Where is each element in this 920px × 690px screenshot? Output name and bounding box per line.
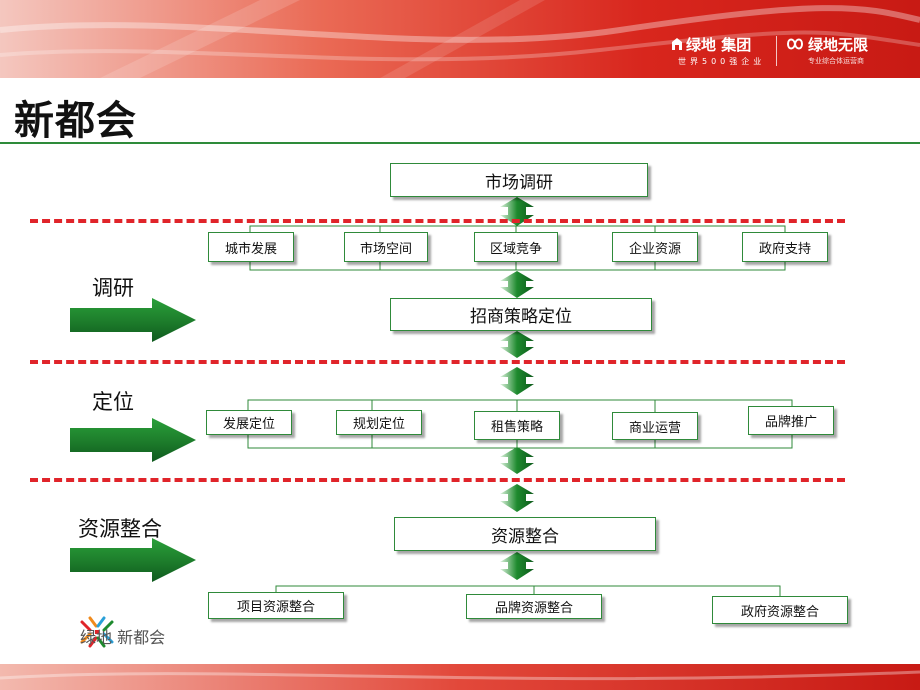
double-arrow-4 [500, 367, 534, 395]
research-item-box: 城市发展 [208, 232, 294, 262]
brand-logos: 绿地 集团 世界500强企业 绿地无限 专业综合体运营商 [670, 34, 920, 74]
research-item-box: 政府支持 [742, 232, 828, 262]
brand-separator [776, 36, 777, 66]
research-item-box: 区域竞争 [474, 232, 558, 262]
stage-arrow-integration [70, 538, 196, 582]
integration-connectors [275, 585, 781, 596]
title-underline [0, 142, 920, 144]
brand-group-name: 绿地 集团 [686, 36, 752, 54]
research-item-box: 市场空间 [344, 232, 428, 262]
divider-line-1 [30, 219, 845, 223]
double-arrow-7 [500, 552, 534, 580]
double-arrow-2 [500, 271, 534, 298]
stage-arrow-positioning [70, 418, 196, 462]
market-research-box: 市场调研 [390, 163, 648, 197]
brand-infinity-name: 绿地无限 [808, 36, 869, 54]
stage-label-research: 调研 [92, 276, 134, 300]
research-connectors [249, 225, 786, 271]
resource-integration-box: 资源整合 [394, 517, 656, 551]
stage-arrow-research [70, 298, 196, 342]
divider-line-3 [30, 478, 845, 482]
positioning-connectors [247, 399, 793, 449]
positioning-item-box: 规划定位 [336, 410, 422, 435]
double-arrow-3 [500, 331, 534, 358]
page-title: 新都会 [14, 98, 137, 144]
integration-item-box: 政府资源整合 [712, 596, 848, 624]
stage-label-positioning: 定位 [92, 390, 134, 414]
header-banner: 绿地 集团 世界500强企业 绿地无限 专业综合体运营商 [0, 0, 920, 78]
investment-strategy-box: 招商策略定位 [390, 298, 652, 331]
positioning-item-box: 发展定位 [206, 410, 292, 435]
vertical-double-arrows [500, 197, 534, 580]
infinity-logo-icon [786, 38, 804, 50]
integration-item-box: 项目资源整合 [208, 592, 344, 619]
positioning-item-box: 租售策略 [474, 411, 560, 440]
research-item-box: 企业资源 [612, 232, 698, 262]
positioning-item-box: 商业运营 [612, 412, 698, 440]
positioning-item-box: 品牌推广 [748, 406, 834, 435]
double-arrow-6 [500, 484, 534, 512]
stage-label-integration: 资源整合 [78, 517, 162, 541]
footer-logo-text: 绿地 新都会 [80, 628, 166, 647]
xindouhui-logo-icon [80, 616, 114, 648]
double-arrow-1 [500, 197, 534, 226]
banner-background [0, 0, 920, 78]
greenland-logo-icon [672, 38, 682, 50]
integration-item-box: 品牌资源整合 [466, 594, 602, 619]
brand-infinity-tagline: 专业综合体运营商 [808, 57, 864, 65]
stage-arrows [70, 298, 196, 582]
divider-line-2 [30, 360, 845, 364]
double-arrow-5 [500, 447, 534, 474]
brand-group-tagline: 世界500强企业 [678, 57, 766, 66]
footer-banner [0, 664, 920, 690]
